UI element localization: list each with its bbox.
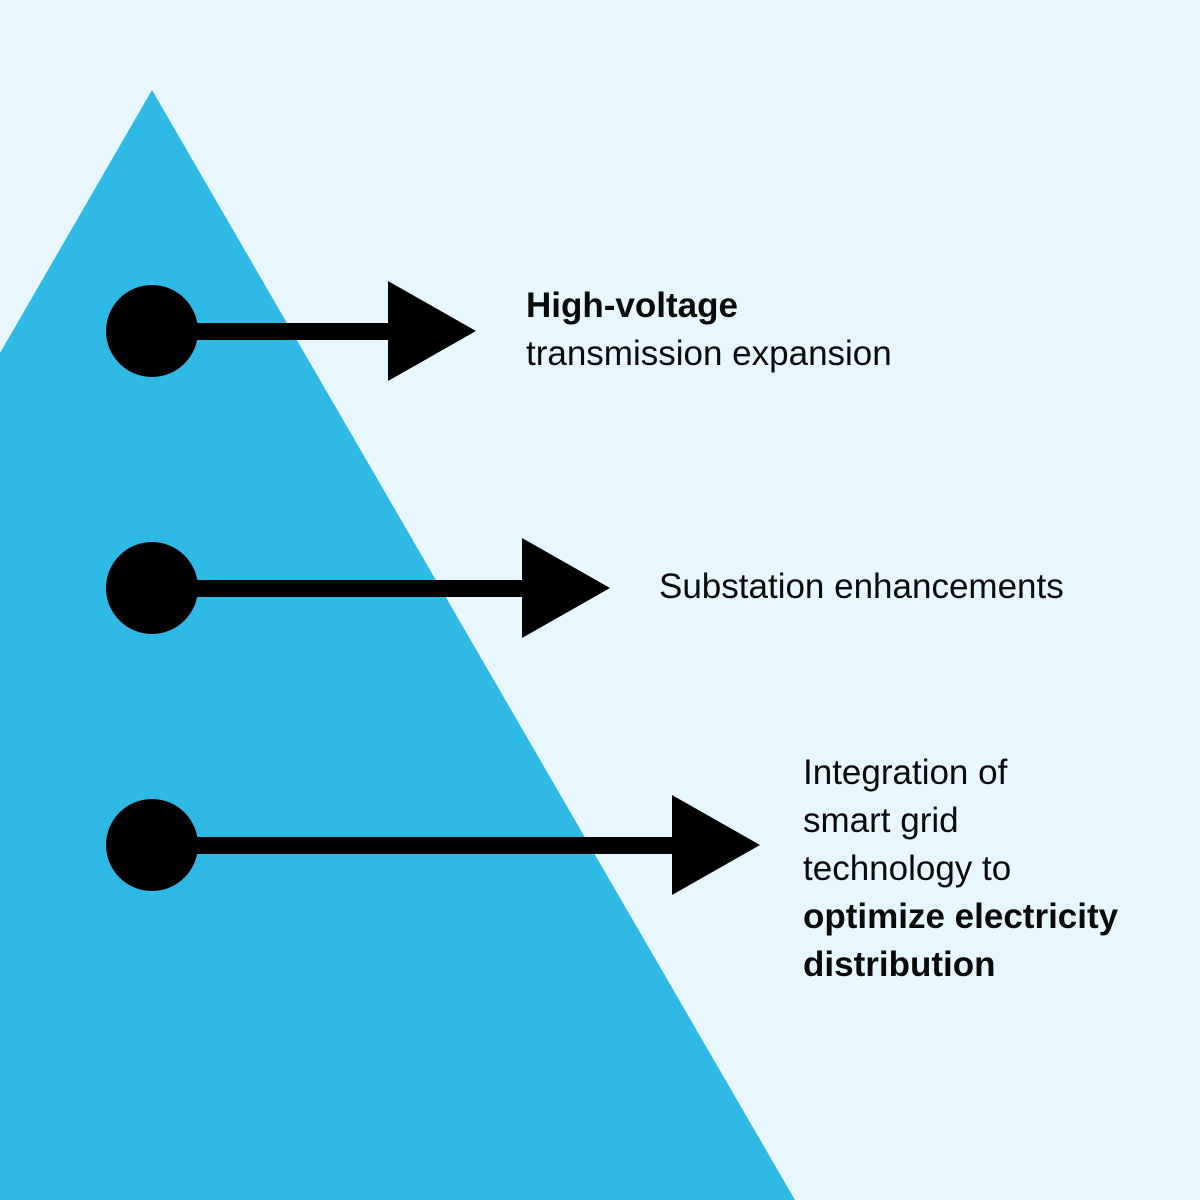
item-label-high-voltage: High-voltage transmission expansion	[526, 282, 892, 378]
item-3-bold-line-2: distribution	[803, 945, 996, 984]
arrow-connector-1	[106, 281, 476, 381]
arrow-shaft	[152, 323, 397, 340]
item-3-line-2: smart grid	[803, 801, 959, 840]
item-label-substation: Substation enhancements	[659, 563, 1064, 611]
item-1-rest: transmission expansion	[526, 334, 892, 373]
item-1-bold-lead: High-voltage	[526, 286, 738, 325]
arrow-connector-2	[106, 538, 610, 638]
pyramid-triangle	[0, 90, 795, 1200]
item-3-bold-line-1: optimize electricity	[803, 897, 1119, 936]
item-2-text: Substation enhancements	[659, 567, 1064, 606]
arrow-right-icon	[522, 538, 610, 638]
arrow-right-icon	[388, 281, 476, 381]
item-3-line-3: technology to	[803, 849, 1012, 888]
item-label-smart-grid: Integration of smart grid technology to …	[803, 749, 1118, 989]
item-3-line-1: Integration of	[803, 753, 1008, 792]
arrow-right-icon	[672, 795, 760, 895]
arrow-shaft	[152, 580, 532, 597]
arrow-connector-3	[106, 795, 760, 895]
arrow-shaft	[152, 837, 682, 854]
